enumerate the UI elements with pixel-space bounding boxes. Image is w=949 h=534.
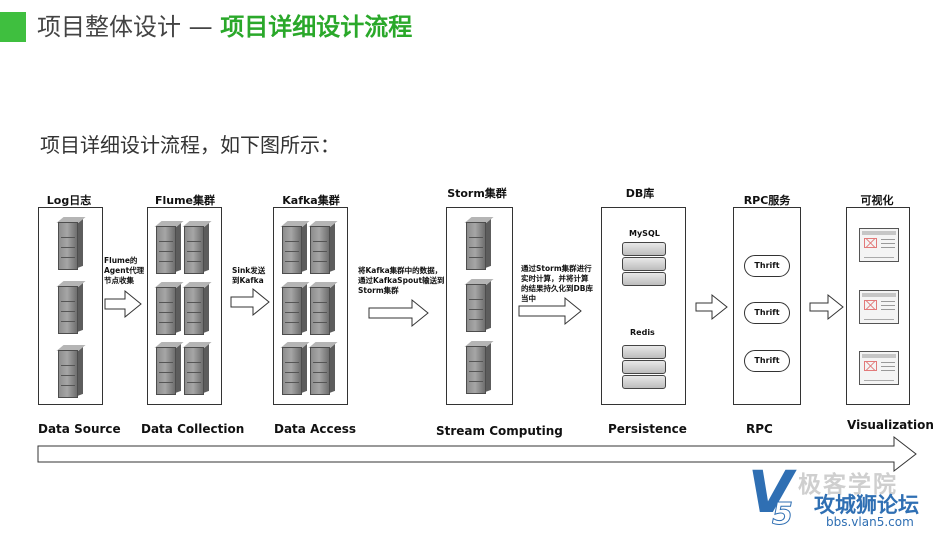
stage-label-persistence: Persistence	[608, 422, 687, 436]
server-icon	[280, 221, 310, 274]
database-icon	[622, 257, 666, 271]
thrift-cloud-icon: Thrift	[744, 350, 790, 372]
note-flume: Flume的 Agent代理 节点收集	[104, 256, 144, 286]
note-line: Storm集群	[358, 286, 399, 295]
server-icon	[182, 221, 212, 274]
server-icon	[464, 279, 494, 332]
note-line: 通过KafkaSpout输送到	[358, 276, 445, 285]
server-icon	[154, 282, 184, 335]
web-page-icon	[859, 290, 899, 324]
watermark-line2: 攻城狮论坛	[814, 493, 919, 517]
title-plain: 项目整体设计 —	[37, 13, 221, 41]
page-title: 项目整体设计 — 项目详细设计流程	[37, 12, 412, 42]
web-page-icon	[859, 228, 899, 262]
column-title-kafka: Kafka集群	[282, 194, 340, 207]
thrift-cloud-icon: Thrift	[744, 302, 790, 324]
server-icon	[56, 345, 86, 398]
server-icon	[280, 342, 310, 395]
note-line: 通过Storm集群进行	[521, 264, 592, 273]
note-storm-db: 通过Storm集群进行 实时计算，并将计算 的结果持久化到DB库 当中	[521, 264, 593, 304]
server-icon	[308, 221, 338, 274]
column-title-visual: 可视化	[860, 194, 894, 207]
stage-label-data-collection: Data Collection	[141, 422, 245, 436]
arrow-icon	[695, 293, 728, 321]
stage-label-rpc: RPC	[746, 422, 773, 436]
timeline-arrow-icon	[37, 435, 917, 473]
stage-label-data-access: Data Access	[274, 422, 357, 436]
database-icon	[622, 345, 666, 359]
column-title-rpc: RPC服务	[743, 194, 791, 207]
database-icon	[622, 242, 666, 256]
note-line: 到Kafka	[232, 276, 264, 285]
subtitle: 项目详细设计流程，如下图所示：	[40, 133, 340, 157]
note-line: 实时计算，并将计算	[521, 274, 589, 283]
note-line: 节点收集	[104, 276, 134, 285]
server-icon	[308, 282, 338, 335]
watermark-letter: V	[748, 458, 793, 526]
arrow-icon	[104, 289, 142, 319]
database-icon	[622, 375, 666, 389]
stage-label-data-source: Data Source	[38, 422, 121, 436]
database-icon	[622, 360, 666, 374]
server-icon	[182, 342, 212, 395]
server-icon	[154, 342, 184, 395]
arrow-icon	[230, 287, 270, 317]
column-title-flume: Flume集群	[154, 194, 216, 207]
note-line: Agent代理	[104, 266, 145, 275]
arrow-icon	[809, 293, 844, 321]
title-highlight: 项目详细设计流程	[220, 13, 413, 41]
watermark-digit: 5	[772, 497, 794, 533]
note-kafka-storm: 将Kafka集群中的数据， 通过KafkaSpout输送到 Storm集群	[358, 266, 445, 296]
server-icon	[464, 217, 494, 270]
column-title-storm: Storm集群	[447, 187, 507, 200]
note-sink: Sink发送 到Kafka	[232, 266, 265, 286]
stage-label-visualization: Visualization	[847, 418, 934, 432]
server-icon	[280, 282, 310, 335]
watermark-line1: 极客学院	[798, 472, 898, 498]
stage-label-stream-computing: Stream Computing	[436, 424, 563, 438]
server-icon	[308, 342, 338, 395]
arrow-icon	[518, 296, 582, 326]
note-line: 的结果持久化到DB库	[521, 284, 593, 293]
database-icon	[622, 272, 666, 286]
thrift-cloud-icon: Thrift	[744, 255, 790, 277]
column-title-db: DB库	[625, 187, 655, 200]
note-line: 将Kafka集群中的数据，	[358, 266, 443, 275]
watermark-logo: V 5 极客学院 攻城狮论坛 bbs.vlan5.com	[748, 463, 949, 534]
server-icon	[56, 217, 86, 270]
watermark-url: bbs.vlan5.com	[826, 515, 914, 529]
redis-label: Redis	[630, 328, 655, 337]
column-title-log: Log日志	[46, 194, 92, 207]
arrow-icon	[368, 298, 429, 328]
web-page-icon	[859, 351, 899, 385]
note-line: Sink发送	[232, 266, 266, 275]
server-icon	[182, 282, 212, 335]
note-line: Flume的	[104, 256, 138, 265]
server-icon	[56, 281, 86, 334]
server-icon	[464, 341, 494, 394]
note-line: 当中	[521, 294, 536, 303]
mysql-label: MySQL	[629, 229, 660, 238]
header-accent-bar	[0, 12, 26, 42]
server-icon	[154, 221, 184, 274]
